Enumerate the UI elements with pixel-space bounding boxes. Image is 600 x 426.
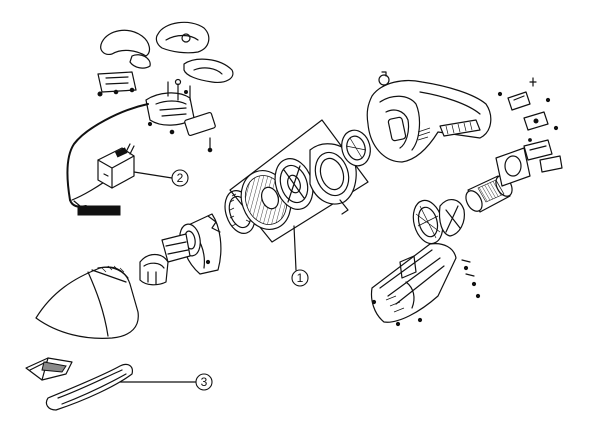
inlet-valve <box>161 233 211 265</box>
filter-frame-plate <box>309 143 357 215</box>
filter-grid-disc <box>274 158 314 210</box>
brush-attachment <box>25 357 73 381</box>
callout-2: 2 <box>133 169 189 187</box>
fan-cover <box>438 199 465 237</box>
fan-disc <box>341 129 371 167</box>
main-body-housing <box>366 71 492 163</box>
base-housing <box>370 243 481 327</box>
callout-1-circle <box>291 269 309 287</box>
callout-2-circle <box>171 169 189 187</box>
dust-bowl <box>35 265 139 339</box>
callout-1-label: 1 <box>297 271 304 285</box>
callout-3: 3 <box>119 373 213 391</box>
callout-3-label: 3 <box>201 375 208 389</box>
wall-charger-adapter <box>97 143 135 189</box>
crevice-tool <box>45 363 133 411</box>
callout-3-circle <box>195 373 213 391</box>
rubber-seal-strip <box>439 119 481 137</box>
rear-mount-plate <box>495 147 531 187</box>
switch-parts <box>497 77 563 173</box>
spring-clip <box>207 215 221 233</box>
charger-plug <box>73 200 121 216</box>
flap-valve <box>139 253 169 286</box>
charger-base-shells <box>97 21 234 153</box>
callout-1: 1 <box>291 225 309 287</box>
callout-2-label: 2 <box>177 171 184 185</box>
